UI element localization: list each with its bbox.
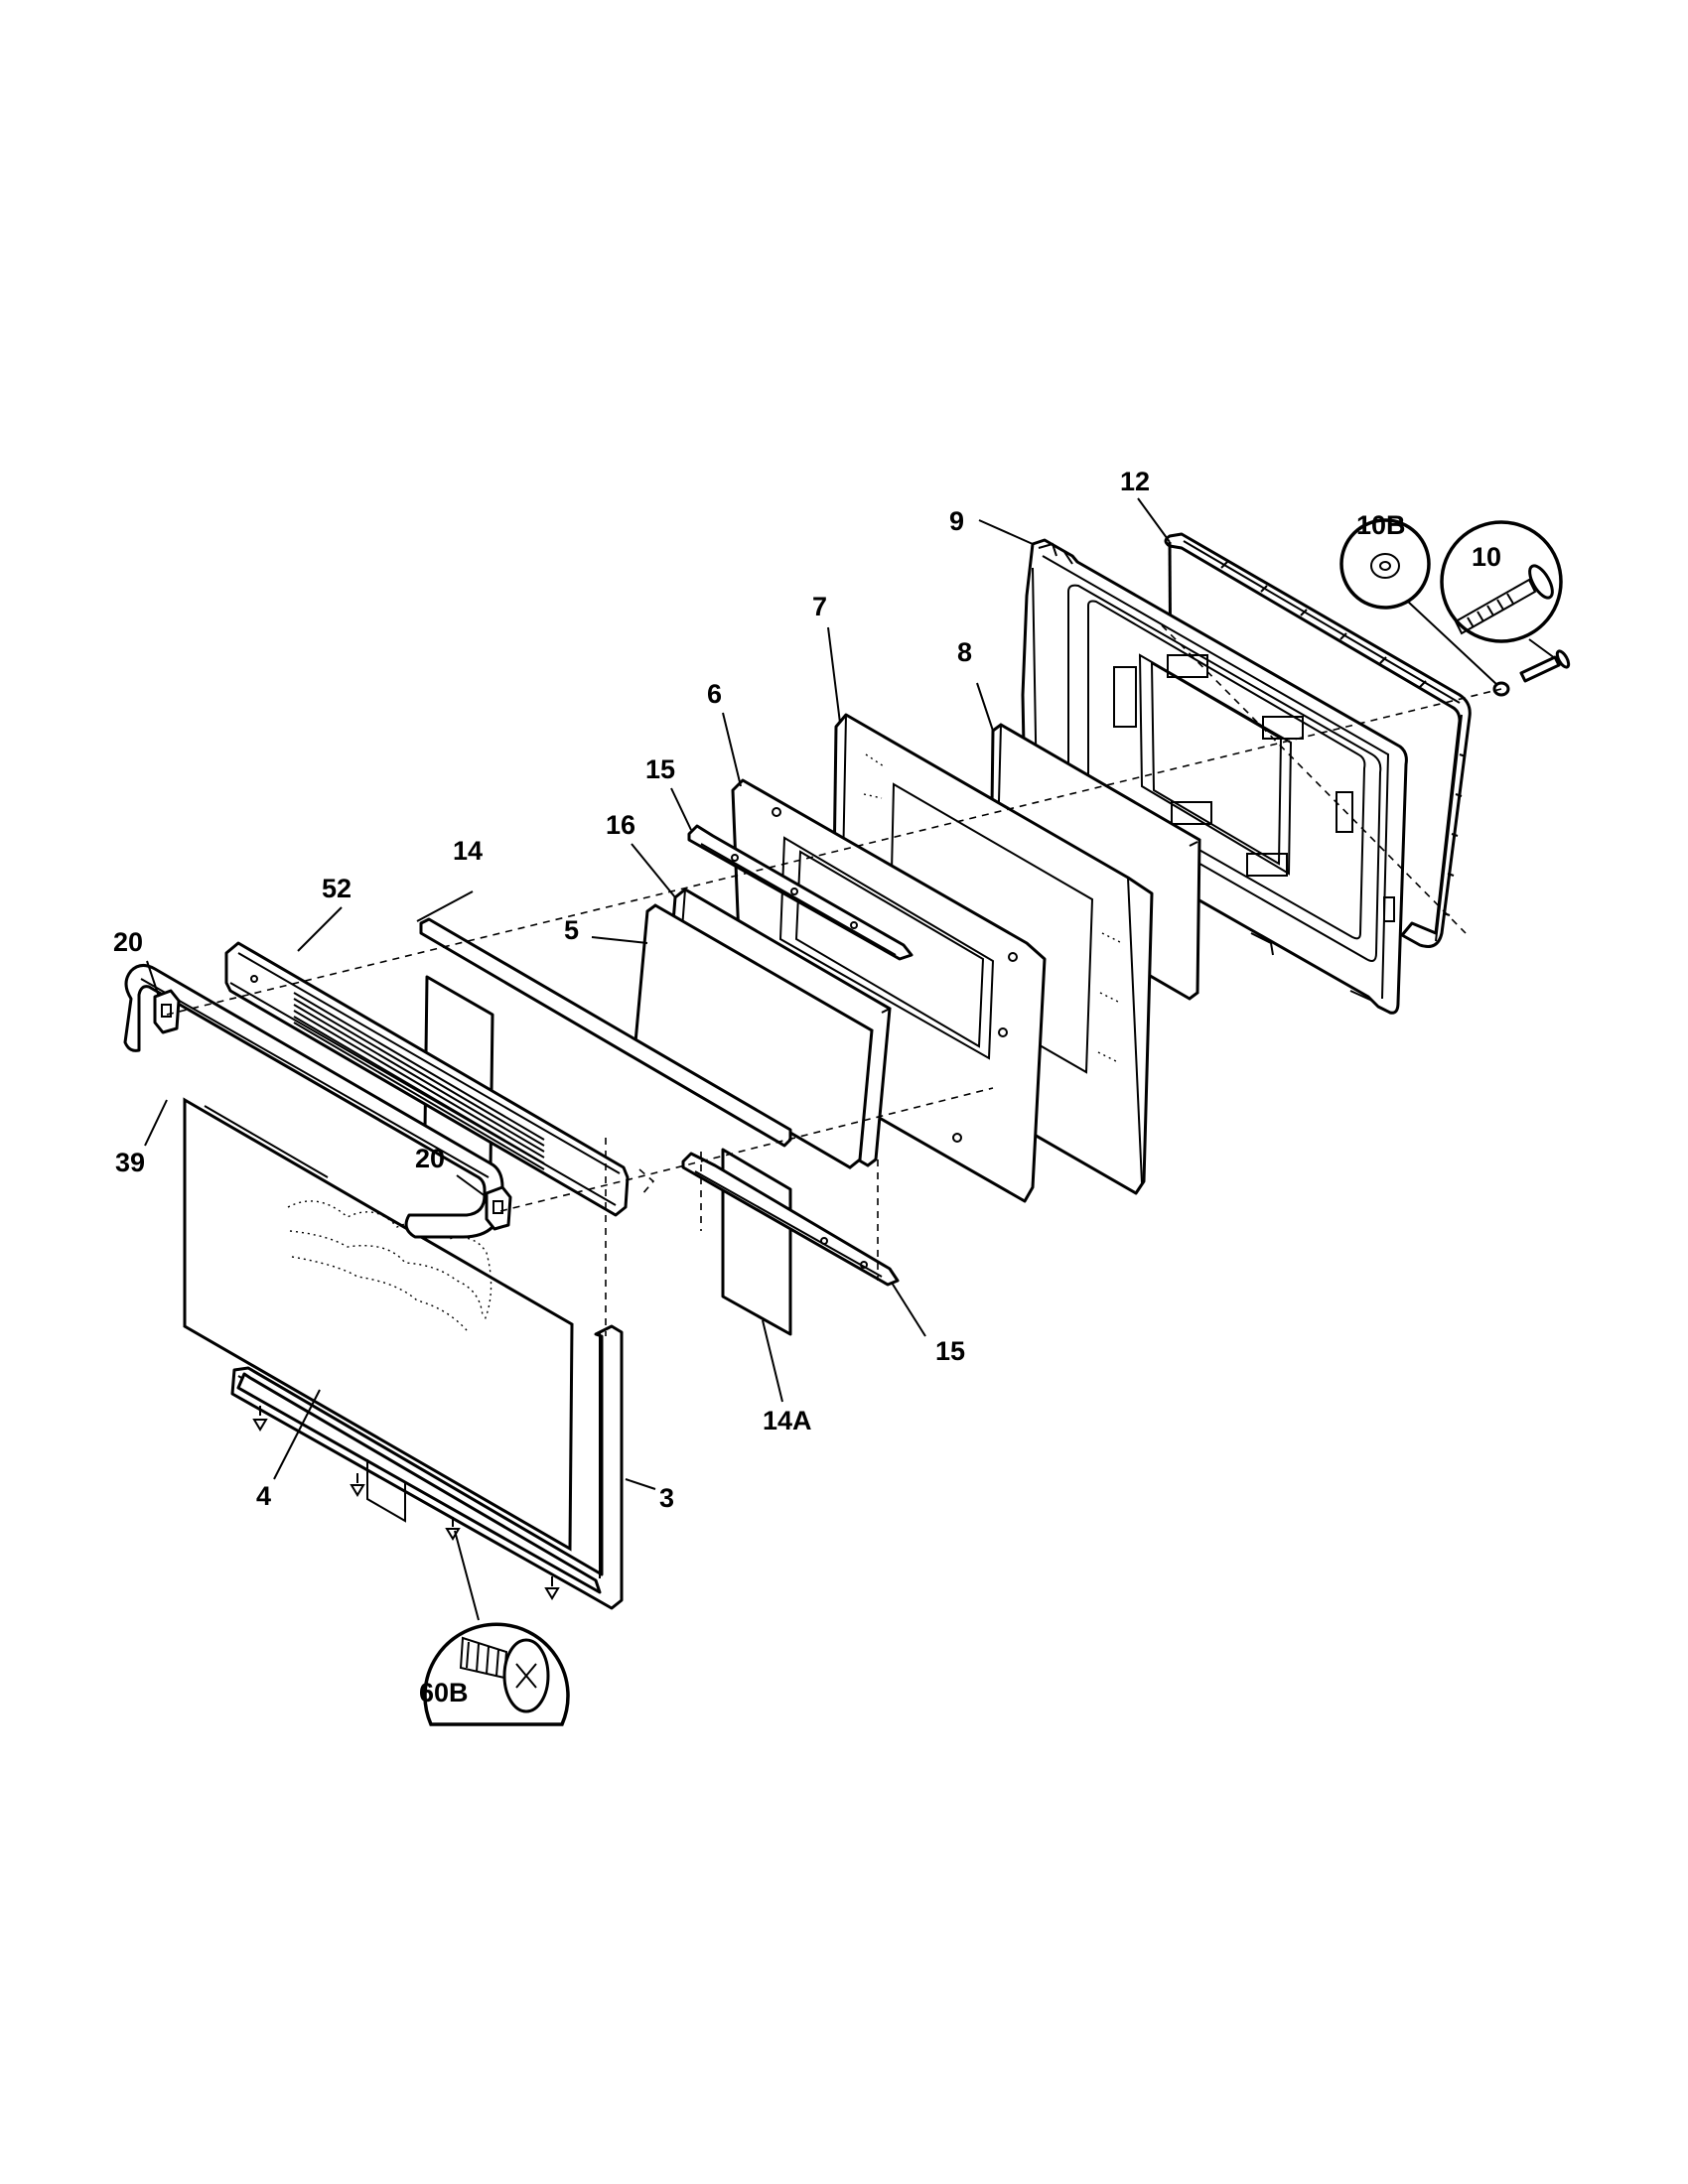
part-60b-screws	[252, 1406, 560, 1600]
label-39: 39	[115, 1148, 145, 1177]
part-12-gasket	[1164, 532, 1472, 948]
label-12: 12	[1120, 467, 1150, 496]
part-15-top-bracket	[687, 824, 914, 961]
part-52-top-trim	[224, 941, 630, 1217]
label-14: 14	[453, 836, 483, 866]
leader-lines	[144, 497, 1171, 1490]
label-10: 10	[1472, 542, 1501, 572]
alignment-lines	[166, 624, 1502, 1336]
label-15-top: 15	[645, 754, 675, 784]
part-20-right-end-cap	[485, 1185, 512, 1231]
label-8: 8	[957, 637, 972, 667]
label-9: 9	[949, 506, 964, 536]
label-16: 16	[606, 810, 635, 840]
label-4: 4	[256, 1481, 271, 1511]
part-labels: 12 9 10B 10 7 8 6 15 16 14 52 5 20 20 39…	[113, 467, 1501, 1707]
label-20-right: 20	[415, 1144, 445, 1173]
part-10b-washer-callout	[1339, 518, 1498, 686]
label-52: 52	[322, 874, 352, 903]
label-6: 6	[707, 679, 722, 709]
part-60b-screw-callout	[423, 1530, 570, 1726]
part-20-left-end-cap	[153, 989, 181, 1034]
label-60b: 60B	[419, 1678, 469, 1707]
label-15-bottom: 15	[935, 1336, 965, 1366]
part-15-bottom-bracket	[681, 1152, 900, 1287]
part-4-outer-glass	[183, 1097, 574, 1552]
label-20-left: 20	[113, 927, 143, 957]
part-3-outer-door	[230, 1324, 624, 1610]
part-10-screw-callout	[1440, 520, 1571, 697]
label-10b: 10B	[1356, 510, 1406, 540]
label-14a: 14A	[763, 1406, 812, 1435]
label-3: 3	[659, 1483, 674, 1513]
label-5: 5	[564, 915, 579, 945]
label-7: 7	[812, 592, 827, 621]
